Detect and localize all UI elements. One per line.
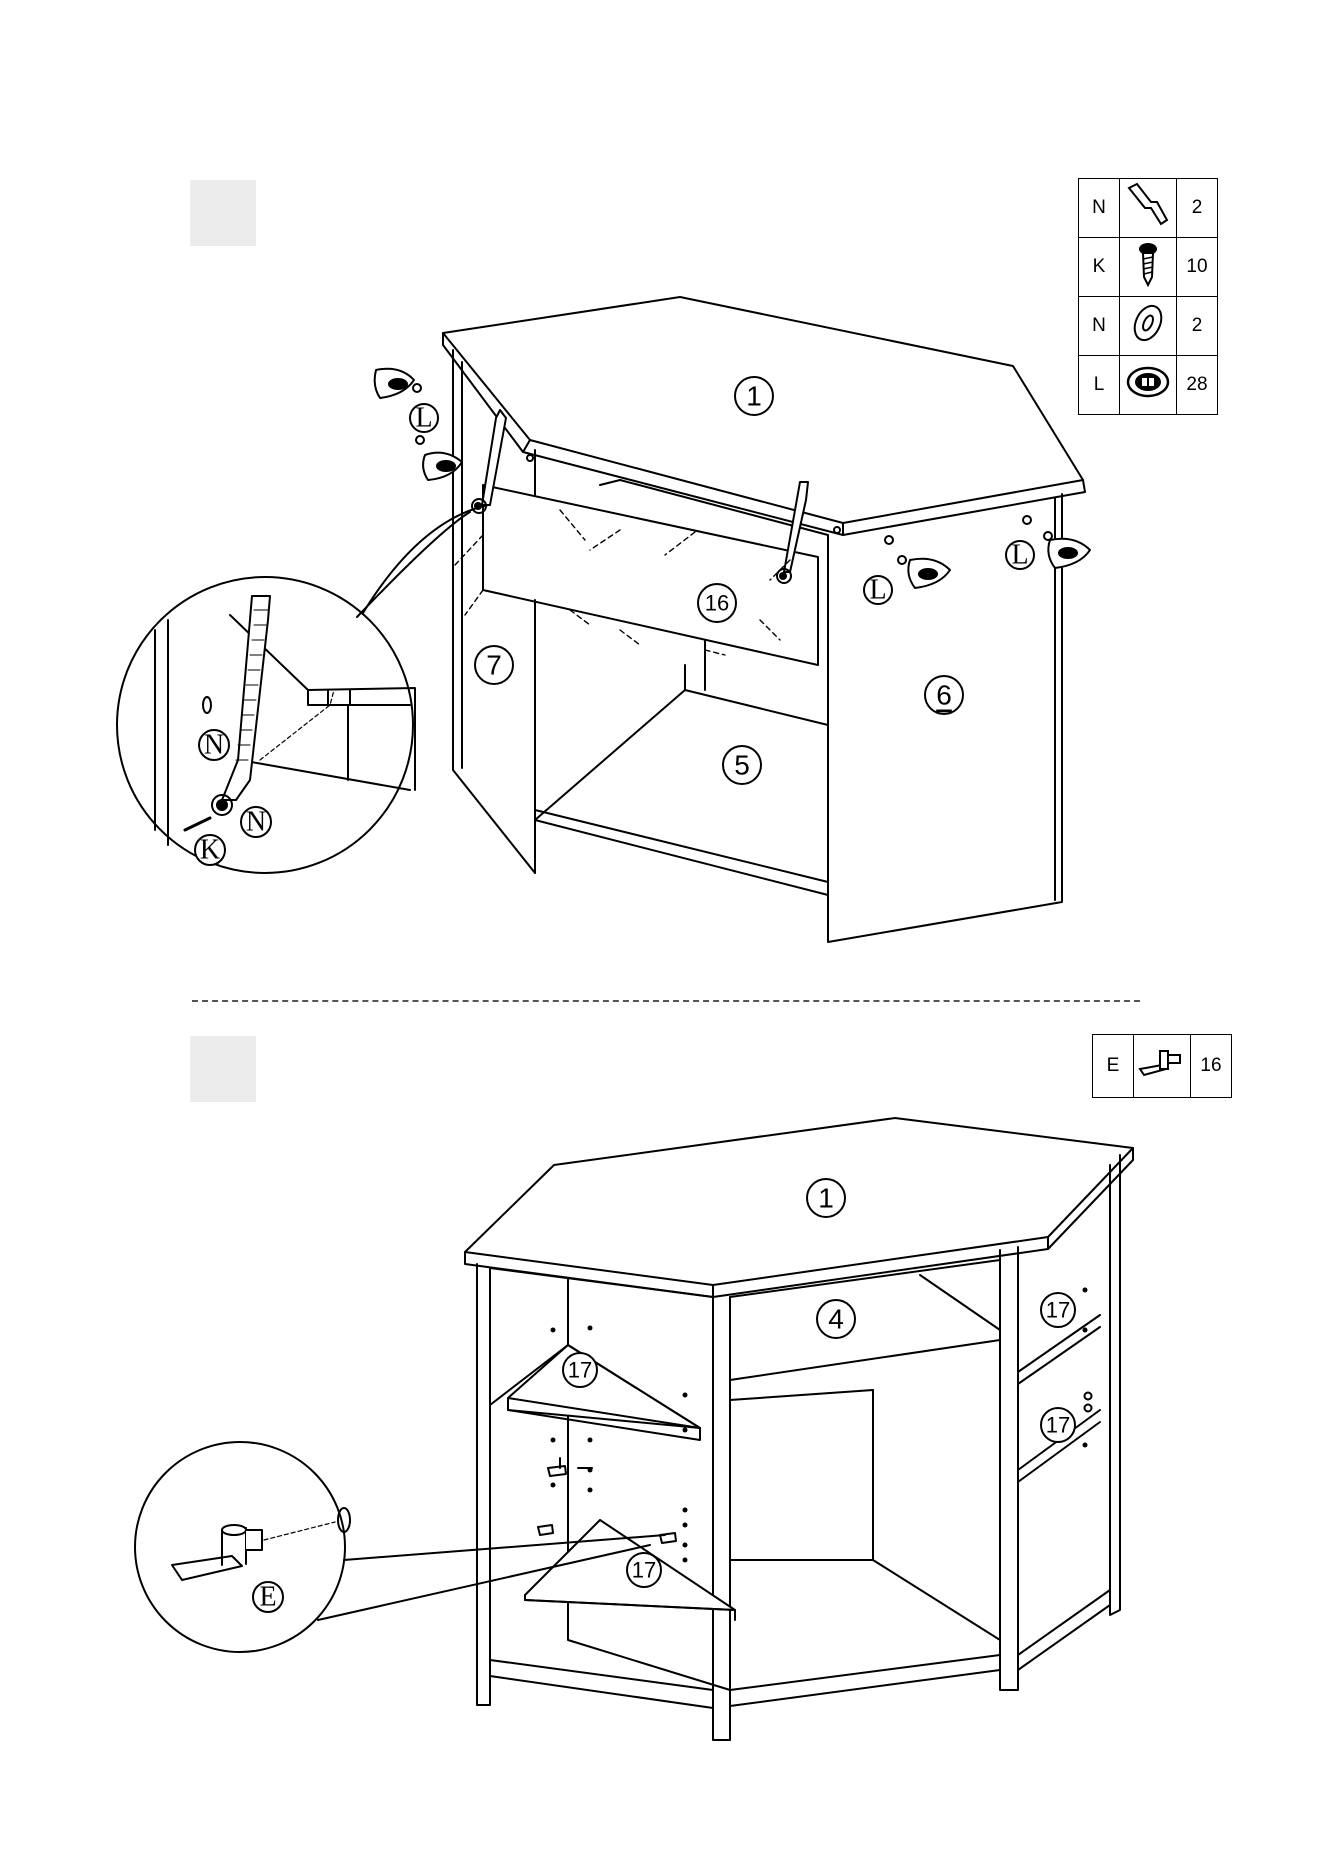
- part-label-bottom: 5: [734, 750, 750, 781]
- part-label-right-side: 6: [936, 680, 952, 711]
- step-1-cabinet-drawing: [375, 297, 1090, 942]
- cam-lock-label: L: [869, 575, 886, 606]
- part-label-left-side: 7: [486, 650, 502, 681]
- part-label-shelf: 17: [1046, 1413, 1070, 1438]
- detail-strap-label: N: [204, 730, 224, 761]
- step-1-detail-magnifier: [117, 505, 488, 873]
- part-label-shelf: 17: [632, 1558, 656, 1583]
- part-label-shelf: 17: [568, 1358, 592, 1383]
- step-2-cabinet-drawing: [465, 1118, 1133, 1740]
- part-label-top: 1: [818, 1183, 834, 1214]
- part-label-back: 16: [705, 591, 729, 616]
- cam-lock-label: L: [1011, 540, 1028, 571]
- detail-shelf-pin-label: E: [259, 1582, 276, 1613]
- part-label-shelf: 17: [1046, 1298, 1070, 1323]
- detail-screw-label: K: [200, 835, 220, 866]
- part-label-drawer: 4: [828, 1304, 844, 1335]
- detail-washer-label: N: [246, 807, 266, 838]
- part-label-top: 1: [746, 381, 762, 412]
- cam-lock-label: L: [415, 403, 432, 434]
